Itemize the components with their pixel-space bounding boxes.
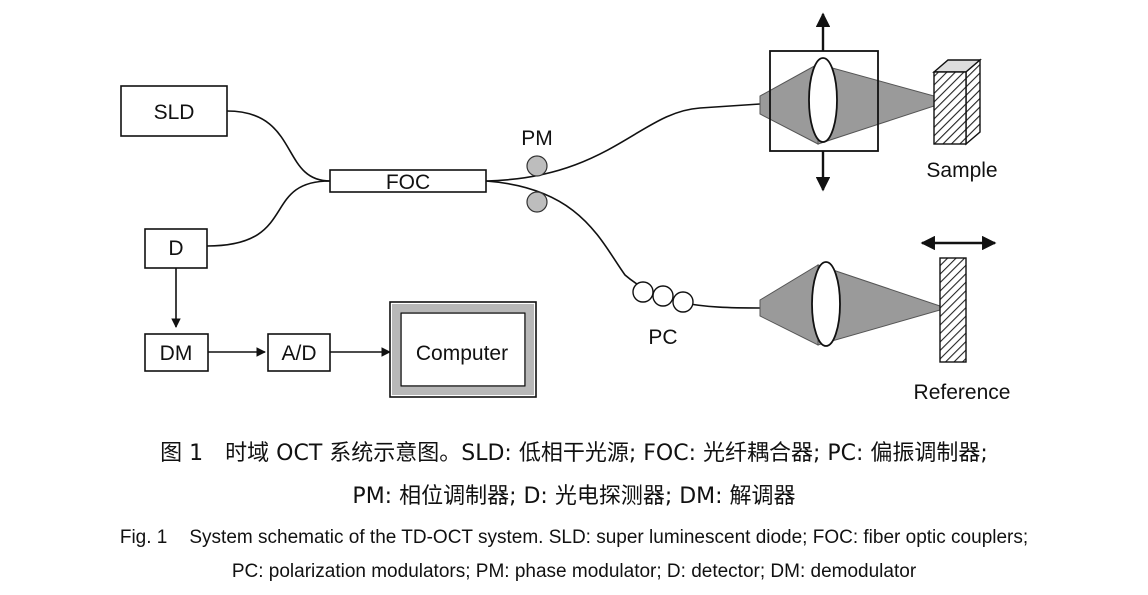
reference-mirror	[939, 257, 967, 363]
dm-box: DM	[144, 333, 209, 372]
caption-zh-fig: 图 1	[160, 441, 204, 466]
reference-lens	[811, 261, 841, 347]
caption-en-fig: Fig. 1	[119, 527, 168, 548]
reference-arm: Reference	[759, 235, 1011, 404]
pm-label: PM	[521, 127, 553, 150]
d-label: D	[168, 237, 183, 260]
reference-beam	[759, 264, 819, 346]
fiber-foc-reference	[485, 180, 761, 309]
fiber-d-foc	[206, 180, 331, 247]
caption-zh-line1: 图 1 时域 OCT 系统示意图。SLD: 低相干光源; FOC: 光纤耦合器; …	[0, 435, 1148, 467]
computer-label: Computer	[416, 342, 508, 365]
reference-label: Reference	[914, 381, 1011, 404]
sample-label: Sample	[926, 159, 997, 182]
sample-lens	[808, 57, 838, 143]
caption-en-line2: PC: polarization modulators; PM: phase m…	[231, 561, 917, 582]
computer-box: Computer	[389, 301, 537, 398]
pm-component: PM	[521, 127, 553, 213]
sld-box: SLD	[120, 85, 228, 137]
sample-block-front	[933, 71, 967, 145]
ad-label: A/D	[281, 342, 316, 365]
d-box: D	[144, 228, 208, 269]
oct-schematic: SLD FOC D DM A/D Computer PM PC	[120, 12, 1011, 404]
fiber-foc-sample	[485, 103, 761, 182]
fiber-lines	[206, 103, 761, 309]
sample-arm: Sample	[759, 12, 998, 192]
caption-zh-text1: 时域 OCT 系统示意图。SLD: 低相干光源; FOC: 光纤耦合器; PC:…	[225, 441, 988, 466]
caption-zh-line2: PM: 相位调制器; D: 光电探测器; DM: 解调器	[352, 484, 796, 509]
caption-en-text1: System schematic of the TD-OCT system. S…	[189, 527, 1029, 548]
fiber-sld-foc	[226, 110, 331, 182]
foc-box: FOC	[329, 169, 487, 194]
sld-label: SLD	[154, 101, 195, 124]
pc-label: PC	[648, 326, 677, 349]
pc-component: PC	[632, 281, 694, 349]
ad-box: A/D	[267, 333, 331, 372]
caption-en-line1: Fig. 1 System schematic of the TD-OCT sys…	[0, 527, 1148, 549]
dm-label: DM	[160, 342, 193, 365]
foc-label: FOC	[386, 171, 430, 194]
signal-arrows	[171, 268, 391, 357]
sample-block-side	[965, 58, 981, 146]
